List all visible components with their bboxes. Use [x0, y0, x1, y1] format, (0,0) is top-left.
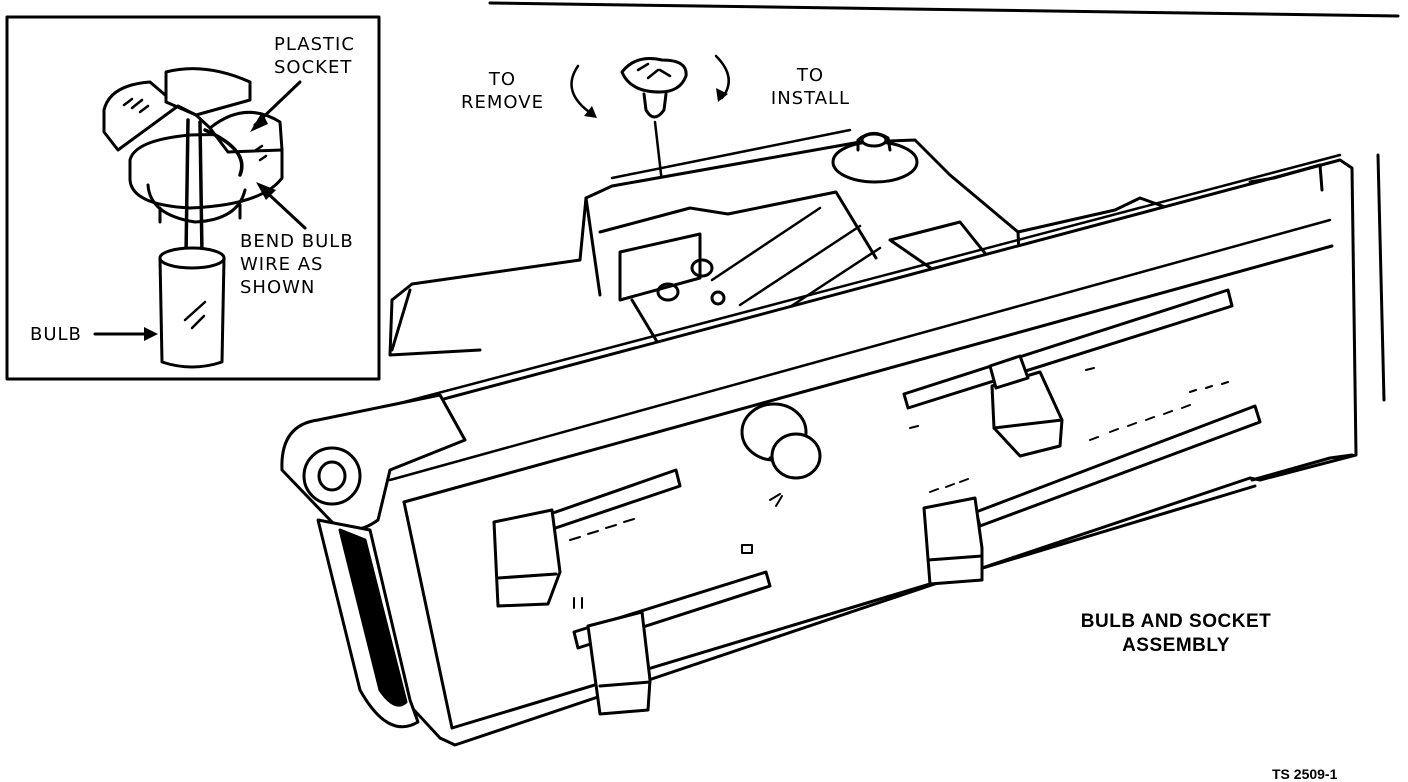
- lower-lever: [586, 610, 652, 716]
- assembly-title: BULB AND SOCKET ASSEMBLY: [1080, 611, 1272, 656]
- bend-bulb-wire-label: BEND BULB WIRE AS SHOWN: [240, 231, 354, 298]
- rear-knob: [831, 132, 919, 184]
- remove-arrow: [570, 64, 594, 116]
- top-slider-track: [902, 288, 1234, 410]
- fan-lever: [922, 496, 984, 586]
- right-edge-line: [1376, 153, 1386, 402]
- mode-lever: [492, 508, 562, 608]
- temp-lever: [988, 354, 1064, 458]
- left-end-cap: [280, 393, 467, 729]
- heater-control-assembly: [280, 128, 1358, 747]
- rotary-knob: [740, 402, 822, 480]
- inset-detail: [5, 15, 381, 381]
- plastic-socket-label: PLASTIC SOCKET: [274, 34, 355, 78]
- plastic-socket: [102, 67, 284, 224]
- to-remove-label: TO REMOVE: [461, 69, 544, 113]
- to-install-label: TO INSTALL: [770, 65, 851, 109]
- bulb: [158, 246, 226, 369]
- top-border-line: [488, 1, 1400, 18]
- figure-reference: TS 2509-1: [1272, 766, 1338, 782]
- bulb-label: BULB: [30, 324, 82, 345]
- bulb-wire: [184, 118, 244, 257]
